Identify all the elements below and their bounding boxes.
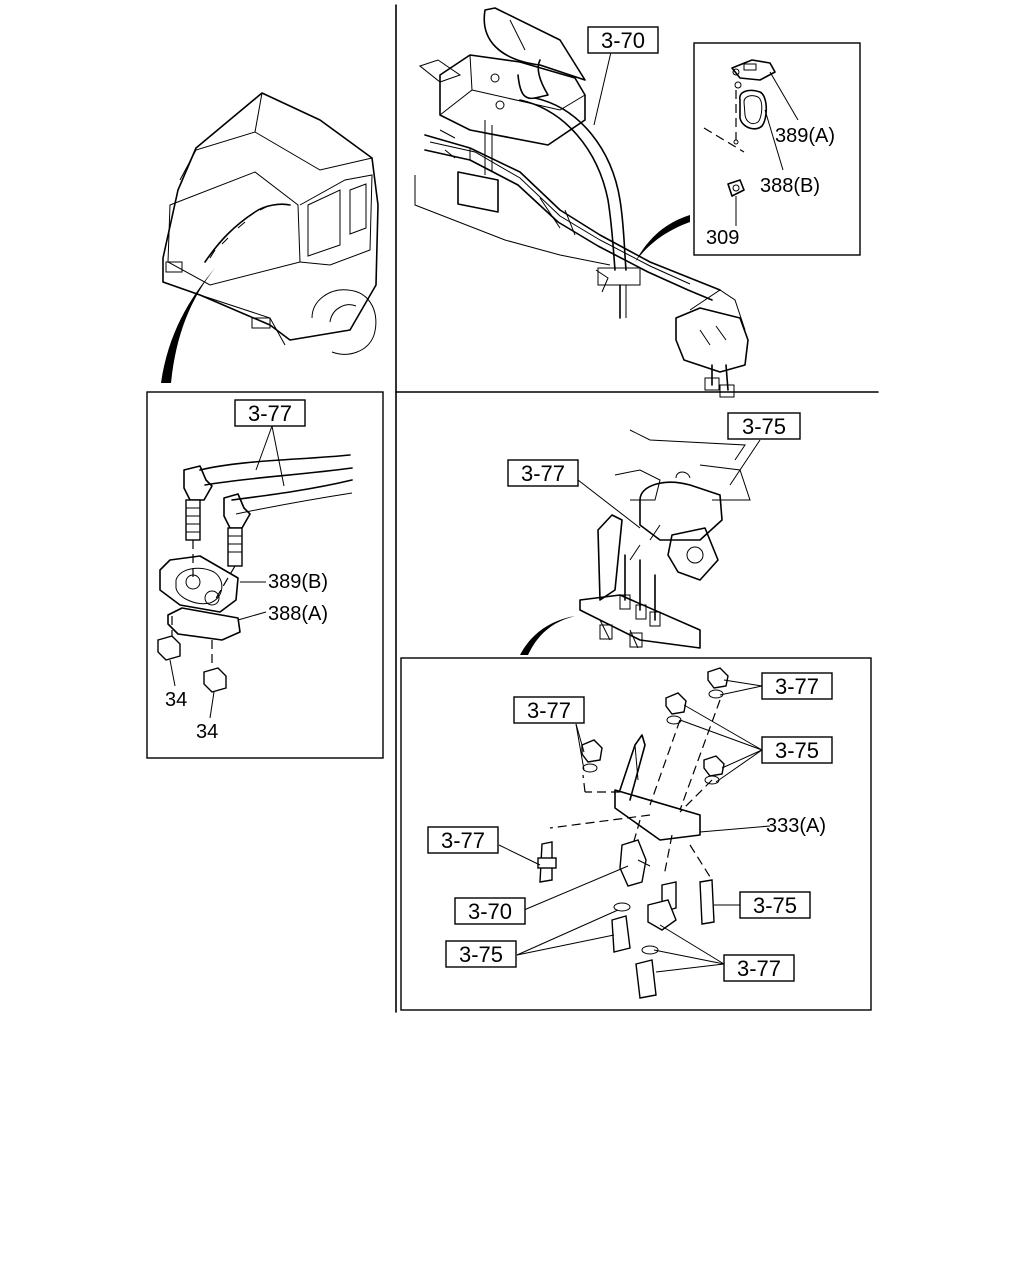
callout-3-77-left: 3-77 [234, 399, 306, 427]
callout-label: 3-75 [753, 893, 797, 918]
callout-label: 3-77 [737, 956, 781, 981]
callout-label: 3-75 [459, 942, 503, 967]
callout-3-75-valve: 3-75 [727, 412, 801, 440]
callout-label: 3-77 [441, 828, 485, 853]
detail-inset-box: 389(A) 388(B) 309 [693, 42, 861, 256]
truck-cab-overview [161, 92, 379, 383]
callout-3-77-valve: 3-77 [507, 459, 579, 487]
relay-valve-assembly [520, 429, 761, 655]
callout-3-70-top: 3-70 [587, 26, 659, 54]
callout-label: 3-70 [601, 28, 645, 53]
label-333a: 333(A) [766, 815, 826, 837]
label-389a: 389(A) [775, 125, 835, 147]
callout-3-75-exp-left: 3-75 [445, 940, 517, 968]
callout-3-75-exp-right: 3-75 [739, 891, 811, 919]
callout-label: 3-77 [527, 698, 571, 723]
callout-3-77-exp-bottom: 3-77 [723, 954, 795, 982]
label-309: 309 [706, 227, 739, 249]
callout-label: 3-75 [775, 738, 819, 763]
exploded-view-box: 333(A) [400, 657, 872, 1011]
air-piping-assembly [414, 7, 749, 398]
label-388a: 388(A) [268, 603, 328, 625]
label-388b: 388(B) [760, 175, 820, 197]
label-34-a: 34 [165, 689, 187, 711]
label-389b: 389(B) [268, 571, 328, 593]
callout-3-70-exp: 3-70 [454, 897, 526, 925]
label-34-b: 34 [196, 721, 218, 743]
callout-label: 3-77 [248, 401, 292, 426]
callout-label: 3-77 [775, 674, 819, 699]
panel-dividers [395, 4, 879, 1013]
left-inset-box: 389(B) 388(A) 34 34 [146, 391, 384, 759]
callout-label: 3-75 [742, 414, 786, 439]
callout-label: 3-70 [468, 899, 512, 924]
callout-3-75-exp-nuts: 3-75 [761, 736, 833, 764]
callout-3-77-exp-left: 3-77 [427, 826, 499, 854]
callout-label: 3-77 [521, 461, 565, 486]
callout-3-77-exp-top: 3-77 [761, 672, 833, 700]
callout-3-77-exp-nut: 3-77 [513, 696, 585, 724]
